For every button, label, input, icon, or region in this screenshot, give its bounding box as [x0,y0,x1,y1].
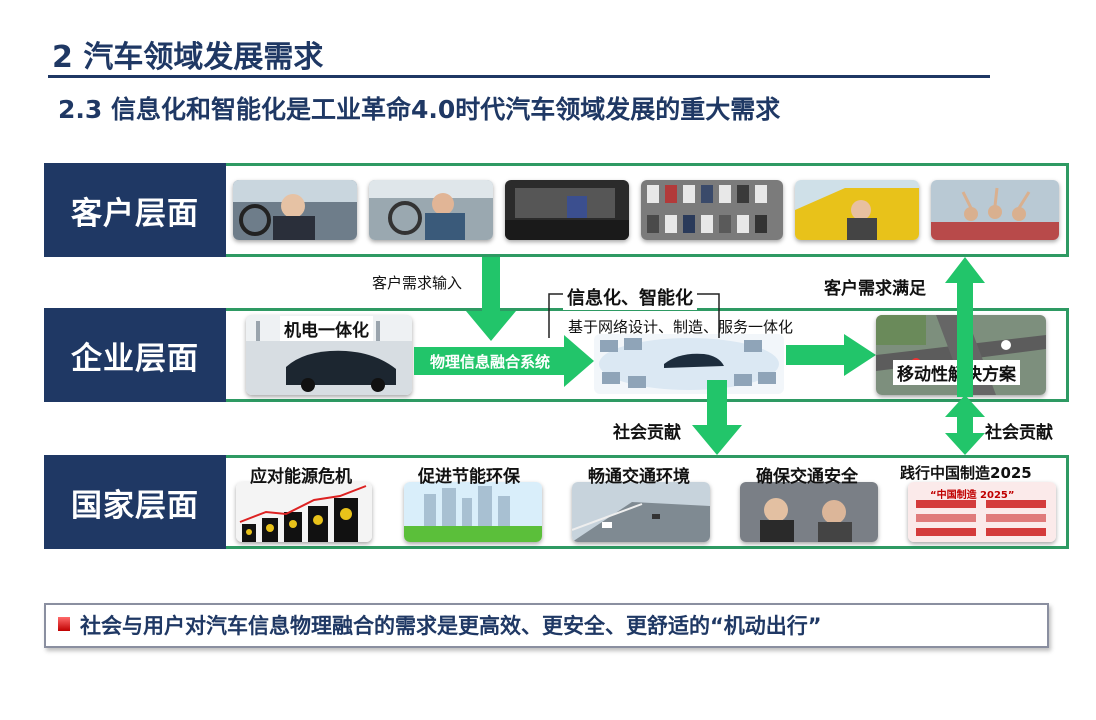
photo-green-city [404,482,542,542]
photo-network-diagram [594,334,784,394]
photo-driver-smiling [233,180,357,240]
photo-safe-driving [740,482,878,542]
network-design-label: 基于网络设计、制造、服务一体化 [568,318,794,336]
nation-item-made-in-china: 践行中国制造2025 [900,464,1032,482]
enterprise-level-label: 企业层面 [44,308,226,402]
nation-item-safety: 确保交通安全 [756,467,858,487]
title-divider [48,75,990,78]
poster-title: “中国制造 2025” [930,490,1015,501]
customer-input-label: 客户需求输入 [372,274,463,292]
mobility-shaft [957,317,973,397]
social-contribution-arrow-1 [692,380,742,455]
customer-satisfied-arrow [945,257,985,317]
slide-title: 2 汽车领域发展需求 [52,40,324,75]
photo-made-in-china-2025 [908,482,1056,542]
conclusion-text: 社会与用户对汽车信息物理融合的需求是更高效、更安全、更舒适的“机动出行” [80,614,822,638]
photo-oil-barrels [236,482,372,542]
cps-arrow [414,335,594,387]
bullet-square-icon [58,617,70,631]
cps-label: 物理信息融合系统 [430,353,551,371]
slide-subtitle: 2.3 信息化和智能化是工业革命4.0时代汽车领域发展的重大需求 [58,95,781,124]
social-contribution-label-2: 社会贡献 [985,423,1053,443]
photo-angry-driver [369,180,493,240]
nation-item-traffic: 畅通交通环境 [588,467,690,487]
social-contribution-label-1: 社会贡献 [613,423,681,443]
to-mobility-arrow [786,334,876,376]
social-contribution-arrow-2 [945,395,985,455]
photo-convertible-friends [931,180,1059,240]
info-smart-label: 信息化、智能化 [563,284,697,310]
nation-item-eco: 促进节能环保 [418,467,520,487]
photo-woman-yellow-car [795,180,919,240]
mobility-label: 移动性解决方案 [893,360,1020,385]
customer-level-label: 客户层面 [44,163,226,257]
mechatronics-label: 机电一体化 [280,316,373,341]
customer-input-arrow [466,257,516,341]
nation-item-energy: 应对能源危机 [250,467,352,487]
photo-car-interior [505,180,629,240]
photo-highway [572,482,710,542]
customer-satisfied-label: 客户需求满足 [824,279,926,299]
nation-level-label: 国家层面 [44,455,226,549]
photo-parking-lot [641,180,783,240]
conclusion-box [44,603,1049,648]
